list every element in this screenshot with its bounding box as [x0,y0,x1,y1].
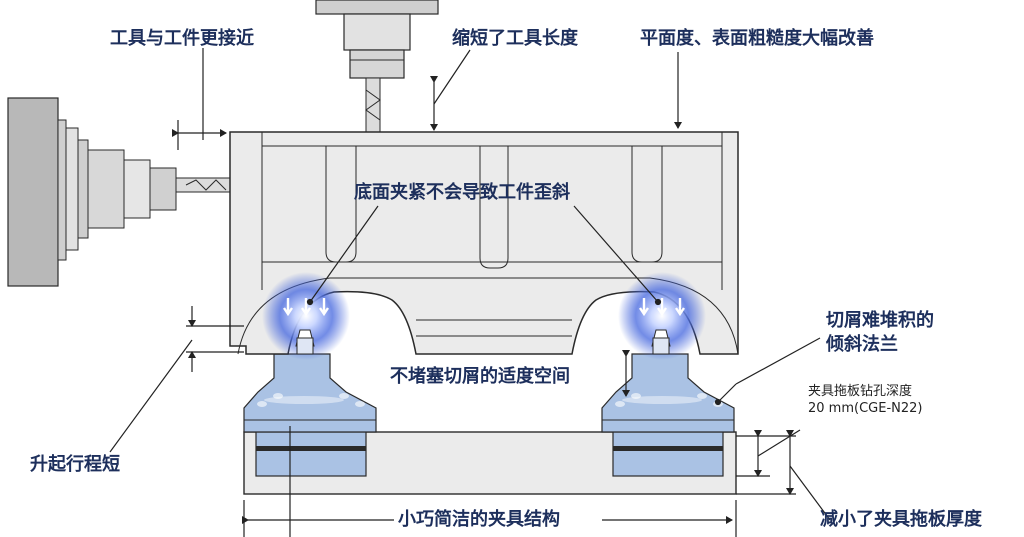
left-clamp-unit [243,353,377,477]
label-bottom-clamp: 底面夹紧不会导致工件歪斜 [354,182,570,203]
vertical-spindle [315,0,439,133]
label-thinner-plate: 减小了夹具拖板厚度 [820,509,982,530]
label-compact: 小巧简洁的夹具结构 [398,509,560,530]
label-plate-depth-line2: 20 mm(CGE-N22) [808,401,923,416]
label-short-lift: 升起行程短 [30,454,120,475]
label-chip-flange-line1: 切屑难堆积的 [826,310,934,331]
horizontal-spindle [7,97,231,287]
label-chip-flange-line2: 倾斜法兰 [826,334,898,355]
left-clamp-glow [262,272,350,360]
label-flatness: 平面度、表面粗糙度大幅改善 [640,28,874,49]
label-shorter-tool: 缩短了工具长度 [452,28,578,49]
right-clamp-unit [601,353,735,477]
leader-lines [109,48,831,537]
label-plate-depth-line1: 夹具拖板钻孔深度 [808,384,913,399]
label-tool-closer: 工具与工件更接近 [110,28,254,49]
right-clamp-glow [618,272,706,360]
label-no-clog: 不堵塞切屑的适度空间 [386,366,574,388]
